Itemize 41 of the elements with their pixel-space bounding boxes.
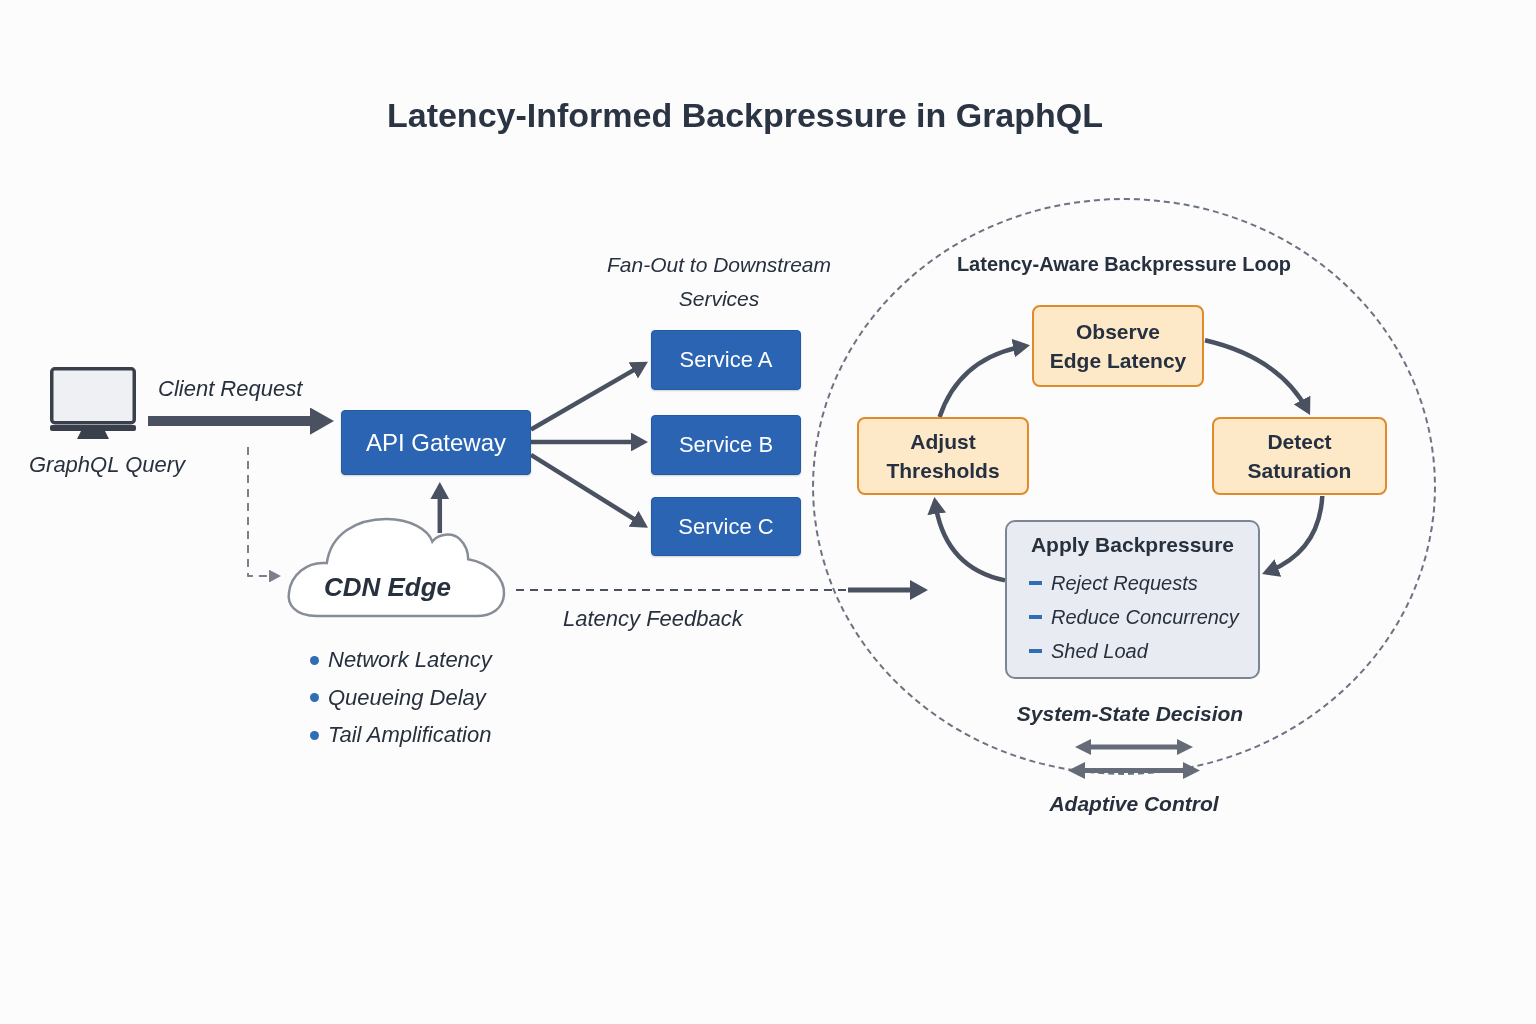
box-label: CDN Edge [323, 571, 452, 603]
arrow [531, 432, 648, 452]
annotation-text: System-State Decision [1016, 702, 1244, 725]
computer-icon [50, 367, 136, 439]
step-box [1032, 305, 1204, 387]
list-item: Reject Requests [1051, 571, 1198, 596]
arrow [529, 453, 648, 528]
box-heading: Apply Backpressure [1030, 533, 1235, 556]
arrow [430, 482, 450, 533]
list-item: Network Latency [328, 647, 492, 673]
annotation-text: Fan-Out to Downstream Services [606, 252, 832, 312]
arrow [148, 407, 334, 435]
process-box [651, 497, 801, 556]
action-box [1005, 520, 1260, 679]
arrow [927, 497, 1006, 583]
box-label: Service A [679, 347, 773, 373]
process-box [651, 330, 801, 390]
box-label: Detect Saturation [1246, 429, 1353, 484]
box-label: Service B [678, 432, 774, 458]
cloud-shape [287, 518, 506, 620]
icon-caption: GraphQL Query [28, 452, 186, 477]
arrow [529, 361, 648, 432]
step-box [857, 417, 1029, 495]
box-label: Adjust Thresholds [885, 429, 1001, 484]
box-label: Service C [678, 513, 774, 540]
arrow [937, 339, 1030, 418]
list-item: Tail Amplification [328, 722, 492, 748]
process-box [341, 410, 531, 475]
process-box [651, 415, 801, 475]
group-heading: Latency-Aware Backpressure Loop [956, 253, 1292, 275]
annotation-text: Adaptive Control [1049, 792, 1219, 815]
dashed-arrow [247, 446, 281, 583]
step-box [1212, 417, 1387, 495]
arrow [1204, 338, 1311, 415]
arrow [1262, 495, 1325, 577]
list-item: Queueing Delay [328, 684, 486, 711]
list-item: Reduce Concurrency [1051, 605, 1239, 630]
box-label: API Gateway [365, 428, 507, 457]
list-item: Shed Load [1051, 639, 1148, 664]
diagram-title: Latency-Informed Backpressure in GraphQL [386, 96, 1104, 134]
box-label: Observe Edge Latency [1048, 319, 1188, 374]
